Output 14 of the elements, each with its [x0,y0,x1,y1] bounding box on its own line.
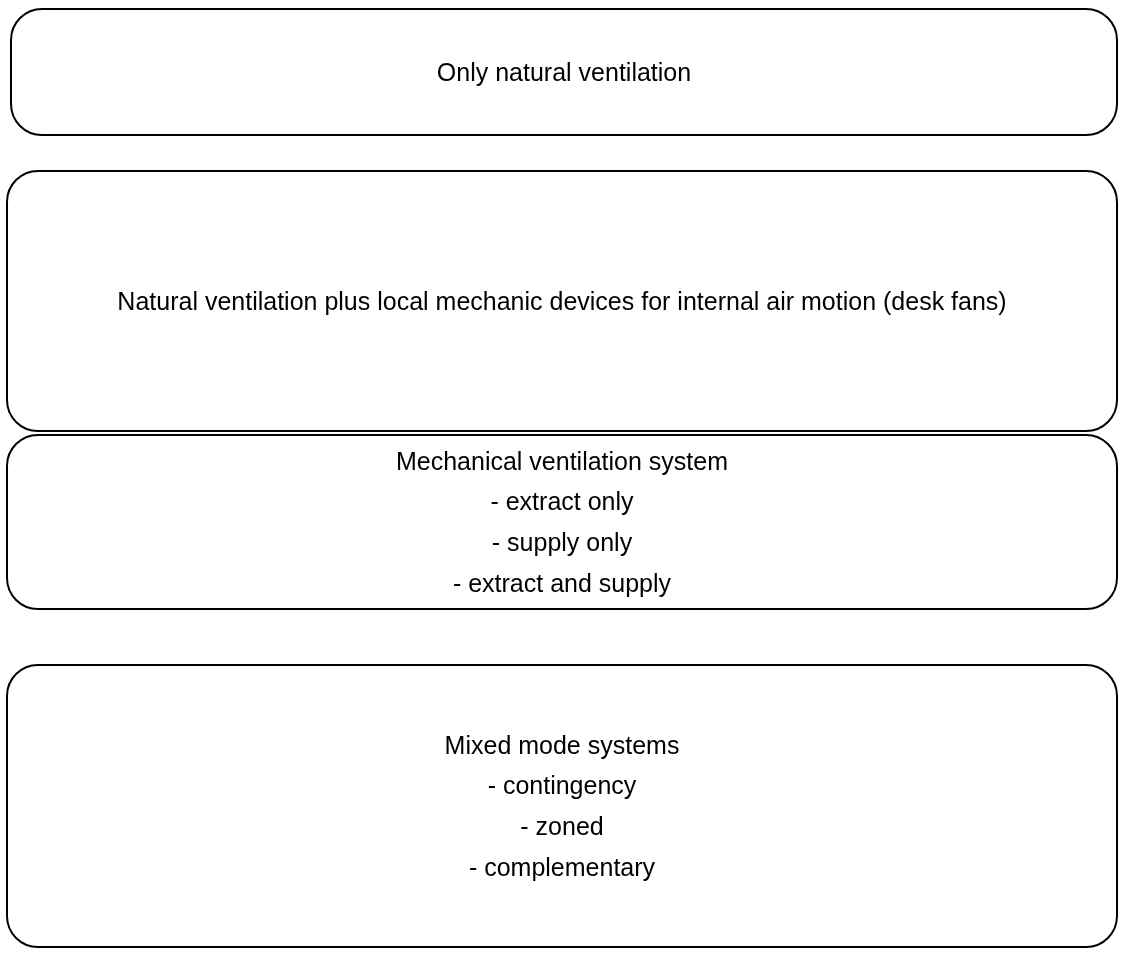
box-heading: Natural ventilation plus local mechanic devices for internal air motion (desk fans) [116,286,1008,316]
rounded-box [6,664,1118,948]
list-item: - complementary [467,852,657,882]
box-heading: Mixed mode systems [443,730,681,760]
list-item: - extract only [489,487,635,516]
list-item: - extract and supply [451,568,673,598]
rounded-box [6,170,1118,432]
box-heading: Mechanical ventilation system [394,446,730,476]
list-item: - zoned [519,812,605,841]
box-heading: Only natural ventilation [435,57,693,87]
list-item: - contingency [486,771,638,800]
rounded-box [6,434,1118,610]
list-item: - supply only [490,528,634,557]
rounded-box [10,8,1118,136]
